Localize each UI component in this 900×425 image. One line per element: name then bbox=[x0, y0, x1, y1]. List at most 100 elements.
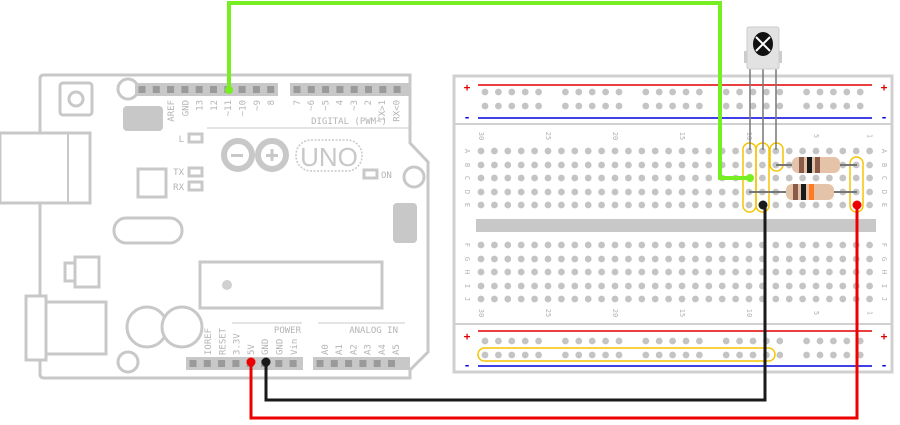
breadboard-hole[interactable] bbox=[504, 201, 512, 209]
breadboard-hole[interactable] bbox=[638, 174, 646, 182]
reset-button[interactable] bbox=[58, 81, 94, 117]
breadboard-hole[interactable] bbox=[692, 255, 699, 263]
rail-hole[interactable] bbox=[508, 88, 516, 96]
breadboard-hole[interactable] bbox=[812, 174, 820, 182]
rail-hole[interactable] bbox=[562, 88, 569, 96]
breadboard-hole[interactable] bbox=[517, 241, 525, 249]
breadboard-hole[interactable] bbox=[625, 241, 632, 249]
power-pin[interactable] bbox=[203, 360, 211, 367]
breadboard-hole[interactable] bbox=[826, 295, 833, 303]
digital-pin[interactable] bbox=[293, 86, 301, 93]
digital-pin[interactable] bbox=[336, 86, 344, 93]
breadboard-hole[interactable] bbox=[665, 161, 672, 169]
breadboard-hole[interactable] bbox=[826, 201, 833, 209]
power-pin[interactable] bbox=[289, 360, 297, 367]
breadboard-hole[interactable] bbox=[611, 174, 619, 182]
breadboard-hole[interactable] bbox=[558, 282, 565, 290]
breadboard-hole[interactable] bbox=[718, 295, 726, 303]
rail-hole[interactable] bbox=[575, 102, 583, 110]
breadboard-hole[interactable] bbox=[705, 174, 713, 182]
rail-hole[interactable] bbox=[669, 88, 676, 96]
breadboard-hole[interactable] bbox=[531, 268, 538, 276]
breadboard-hole[interactable] bbox=[651, 268, 659, 276]
breadboard-hole[interactable] bbox=[544, 174, 552, 182]
breadboard-hole[interactable] bbox=[732, 268, 739, 276]
breadboard-hole[interactable] bbox=[611, 282, 619, 290]
rail-hole[interactable] bbox=[602, 88, 609, 96]
breadboard-hole[interactable] bbox=[544, 161, 552, 169]
rail-hole[interactable] bbox=[763, 102, 770, 110]
breadboard-hole[interactable] bbox=[638, 201, 646, 209]
breadboard-hole[interactable] bbox=[826, 282, 833, 290]
breadboard-hole[interactable] bbox=[531, 201, 538, 209]
breadboard-hole[interactable] bbox=[799, 174, 806, 182]
breadboard-hole[interactable] bbox=[785, 268, 793, 276]
rail-hole[interactable] bbox=[615, 102, 623, 110]
rail-hole[interactable] bbox=[776, 88, 784, 96]
breadboard-hole[interactable] bbox=[504, 174, 512, 182]
breadboard-hole[interactable] bbox=[598, 295, 605, 303]
breadboard-hole[interactable] bbox=[772, 241, 780, 249]
breadboard-hole[interactable] bbox=[732, 147, 739, 155]
rail-hole[interactable] bbox=[521, 337, 529, 345]
breadboard-hole[interactable] bbox=[558, 268, 565, 276]
breadboard-hole[interactable] bbox=[504, 241, 512, 249]
rail-hole[interactable] bbox=[696, 88, 703, 96]
breadboard-hole[interactable] bbox=[826, 255, 833, 263]
breadboard-hole[interactable] bbox=[705, 268, 713, 276]
digital-pin[interactable] bbox=[365, 86, 372, 93]
rail-hole[interactable] bbox=[655, 88, 663, 96]
breadboard-hole[interactable] bbox=[638, 255, 646, 263]
breadboard-hole[interactable] bbox=[826, 174, 833, 182]
breadboard-hole[interactable] bbox=[477, 268, 485, 276]
rail-hole[interactable] bbox=[655, 102, 663, 110]
breadboard-hole[interactable] bbox=[625, 174, 632, 182]
breadboard-hole[interactable] bbox=[812, 268, 820, 276]
breadboard-hole[interactable] bbox=[638, 161, 646, 169]
wire-gnd[interactable] bbox=[261, 200, 768, 402]
breadboard-hole[interactable] bbox=[772, 255, 780, 263]
breadboard-hole[interactable] bbox=[625, 268, 632, 276]
breadboard-hole[interactable] bbox=[598, 268, 605, 276]
breadboard-hole[interactable] bbox=[799, 268, 806, 276]
rail-hole[interactable] bbox=[655, 337, 663, 345]
breadboard-hole[interactable] bbox=[571, 241, 579, 249]
breadboard-hole[interactable] bbox=[812, 201, 820, 209]
breadboard-hole[interactable] bbox=[852, 174, 860, 182]
breadboard-hole[interactable] bbox=[651, 161, 659, 169]
breadboard-hole[interactable] bbox=[799, 201, 806, 209]
breadboard-hole[interactable] bbox=[584, 188, 592, 196]
breadboard-hole[interactable] bbox=[732, 241, 739, 249]
rail-hole[interactable] bbox=[521, 102, 529, 110]
breadboard-hole[interactable] bbox=[491, 188, 498, 196]
breadboard-hole[interactable] bbox=[826, 241, 833, 249]
breadboard-hole[interactable] bbox=[705, 295, 713, 303]
breadboard-hole[interactable] bbox=[718, 255, 726, 263]
breadboard-hole[interactable] bbox=[692, 201, 699, 209]
breadboard-hole[interactable] bbox=[866, 295, 873, 303]
breadboard-hole[interactable] bbox=[651, 174, 659, 182]
breadboard-hole[interactable] bbox=[517, 255, 525, 263]
breadboard-hole[interactable] bbox=[718, 268, 726, 276]
breadboard-hole[interactable] bbox=[692, 268, 699, 276]
rail-hole[interactable] bbox=[669, 351, 676, 359]
breadboard-hole[interactable] bbox=[517, 282, 525, 290]
breadboard-hole[interactable] bbox=[772, 161, 780, 169]
rail-hole[interactable] bbox=[722, 88, 730, 96]
rail-hole[interactable] bbox=[856, 88, 864, 96]
breadboard-hole[interactable] bbox=[491, 147, 498, 155]
breadboard-hole[interactable] bbox=[544, 295, 552, 303]
rail-hole[interactable] bbox=[495, 337, 502, 345]
breadboard-hole[interactable] bbox=[785, 174, 793, 182]
breadboard-hole[interactable] bbox=[732, 255, 739, 263]
breadboard-hole[interactable] bbox=[517, 201, 525, 209]
breadboard-hole[interactable] bbox=[692, 241, 699, 249]
breadboard-hole[interactable] bbox=[558, 147, 565, 155]
breadboard-hole[interactable] bbox=[826, 147, 833, 155]
wire-signal-pin11[interactable] bbox=[225, 1, 754, 182]
breadboard-hole[interactable] bbox=[544, 201, 552, 209]
digital-pin[interactable] bbox=[379, 86, 387, 93]
breadboard-hole[interactable] bbox=[558, 201, 565, 209]
digital-pin[interactable] bbox=[167, 86, 175, 93]
breadboard-hole[interactable] bbox=[531, 174, 538, 182]
